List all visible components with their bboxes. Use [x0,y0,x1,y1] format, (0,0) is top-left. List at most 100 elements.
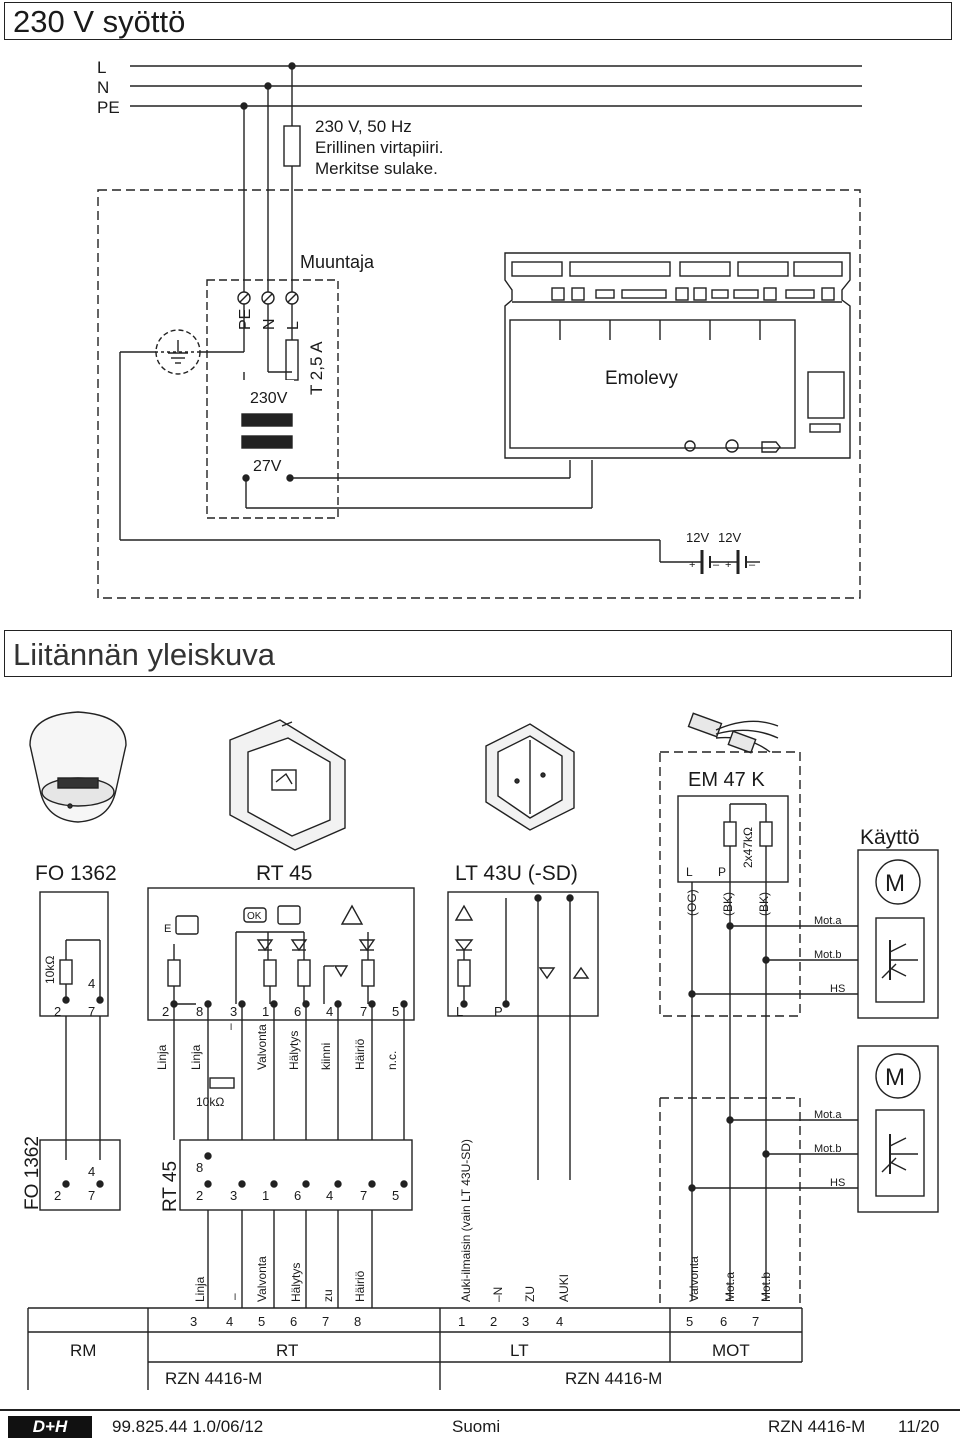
manual-call-point-illustration [229,719,346,851]
rt-wire-label-6: Häiriö [353,1038,367,1070]
bottom-lt-terminal-1: 2 [490,1314,497,1329]
rzn-left-wire-5: Häiriö [353,1270,367,1302]
rt-wire-label-7: n.c. [385,1051,399,1070]
em-terminal-l: L [686,865,693,879]
lower-fo-terminal-7: 7 [88,1188,95,1203]
rt-terminal-dots [170,1000,408,1140]
rzn-mot-wire-0: Valvonta [687,1256,701,1302]
rzn-left-wire-4: zu [321,1289,335,1302]
motor-2-symbol: M [885,1064,905,1091]
rt-alarm-icon [277,905,301,925]
drive-box-2 [857,1045,939,1213]
group-lt: LT [510,1341,529,1360]
lt-title: LT 43U (-SD) [455,862,578,885]
rt-resistor-label: 10kΩ [196,1095,224,1109]
lower-rt-terminal-4: 6 [294,1188,301,1203]
mains-drops [240,62,301,296]
ground-icon [155,329,201,375]
fuse-symbol [285,339,299,381]
fuse-label: T 2,5 A [307,341,326,395]
battery-pack [659,540,760,574]
rt-wire-label-1: Linja [189,1044,203,1070]
em-wire-bk-1: (BK) [721,892,735,916]
lower-rt-terminal-5: 4 [326,1188,333,1203]
mainboard-label: Emolevy [605,368,678,389]
lt-internal-wiring [454,898,590,1180]
bottom-rt-terminal-1: 4 [226,1314,233,1329]
doc-code: 99.825.44 1.0/06/12 [112,1417,264,1436]
motor-2-inner [875,1109,925,1197]
motor-1-hs: HS [830,983,845,995]
overview-section-title: Liitännän yleiskuva [4,630,952,677]
drive-title: Käyttö [860,826,920,849]
bottom-rt-terminal-2: 5 [258,1314,265,1329]
lower-rt-block [179,1139,413,1211]
lt-terminal-l: L [456,1004,463,1019]
rzn-left-wire-0: Linja [193,1276,207,1302]
lower-rt-terminal-1: 2 [196,1188,203,1203]
rt-internal-wiring [167,931,376,1005]
dh-logo: D+H [8,1416,92,1438]
rt-ok-icon: OK [247,911,262,922]
footer: D+H 99.825.44 1.0/06/12 Suomi RZN 4416-M… [0,1409,960,1442]
battery-1-minus: – [713,559,720,571]
em-inner-box [677,795,789,883]
supply-note-3: Merkitse sulake. [315,159,438,178]
motor-1-a: Mot.a [814,915,842,927]
transformer-terminals [237,291,299,305]
terminal-l: L [285,321,302,330]
fo-resistor-label: 10kΩ [43,956,57,984]
bottom-lt-terminal-0: 1 [458,1314,465,1329]
rzn-right-wire-0: Auki-ilmaisin (vain LT 43U-SD) [459,1139,473,1302]
primary-label: 230V [250,390,288,407]
motor-1-icon [875,859,921,905]
rt-wire-label-3: Valvonta [255,1024,269,1070]
rt-title: RT 45 [256,862,312,885]
motor-1-symbol: M [885,870,905,897]
fo-terminal-4: 4 [88,976,95,991]
rzn-mot-wire-1: Mot.a [723,1272,737,1302]
rt-terminal-3: 3 [230,1004,237,1019]
wiring-diagram: L N PE 230 V, 50 Hz Erillinen virtapiiri… [22,58,939,1390]
fo-box [39,891,109,1017]
sensor-cable-illustration [687,712,779,754]
rt-terminal-6: 6 [294,1004,301,1019]
rt-line-alarm-icon [175,915,199,935]
rt-terminal-1: 1 [262,1004,269,1019]
rzn-left-wire-1: – [227,1293,241,1300]
supply-section-title: 230 V syöttö [4,2,952,40]
rzn-right-wire-3: AUKI [557,1274,571,1302]
line-label-l: L [97,58,106,77]
motor-2-b: Mot.b [814,1143,842,1155]
battery-2-plus: + [725,559,731,571]
lower-fo-label: FO 1362 [22,1136,43,1210]
bottom-mot-terminal-2: 7 [752,1314,759,1329]
rt-wire-label-5: kiinni [319,1043,333,1070]
transformer-core-top [241,413,293,427]
mains-lines [130,65,862,107]
secondary-label: 27V [253,458,282,475]
line-label-pe: PE [97,98,120,117]
product-name: RZN 4416-M [768,1417,866,1436]
rzn-right-wire-1: –N [491,1287,505,1302]
em-resistor-label: 2x47kΩ [741,827,755,868]
motor-1-b: Mot.b [814,949,842,961]
fo-resistor [59,959,73,985]
em-wire-bk-2: (BK) [757,892,771,916]
fo-title: FO 1362 [35,862,117,885]
rzn-right-wire-2: ZU [523,1286,537,1302]
em-terminal-p: P [718,865,726,879]
bottom-lt-terminal-3: 4 [556,1314,563,1329]
rt-terminal-4: 4 [326,1004,333,1019]
smoke-detector-illustration [29,711,127,823]
rt-relay-glyph: E [164,923,171,935]
rzn-left-wire-2: Valvonta [255,1256,269,1302]
bottom-rt-terminal-0: 3 [190,1314,197,1329]
group-rm: RM [70,1341,96,1360]
battery-1-label: 12V [686,530,709,545]
rt-warning-icon [340,904,364,925]
fo-terminal-2: 2 [54,1004,61,1019]
em-title: EM 47 K [688,769,765,791]
rt-wire-label-0: Linja [155,1044,169,1070]
group-rt: RT [276,1341,298,1360]
